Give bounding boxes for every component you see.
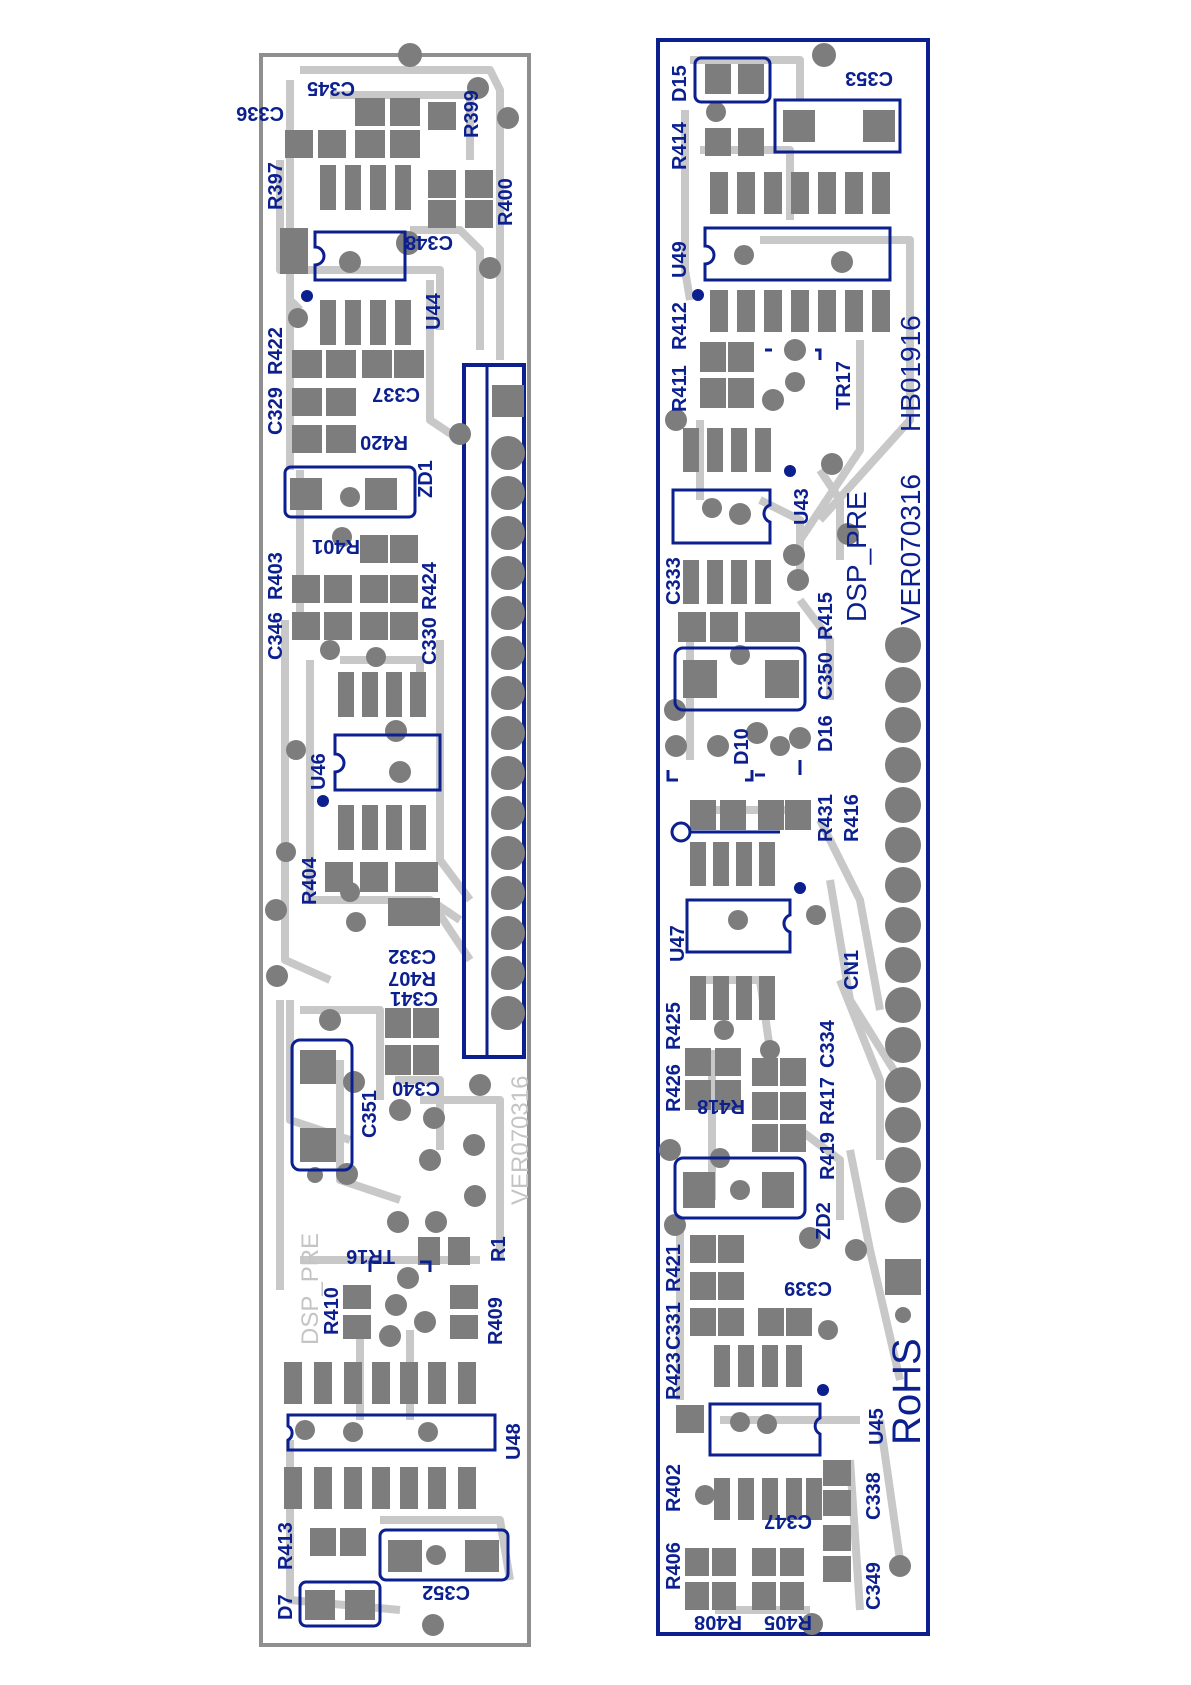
label-tr17: TR17 (833, 361, 855, 410)
label-c329: C329 (265, 387, 287, 435)
label-r423: R423 (663, 1352, 685, 1400)
label-dsp-pre-right: DSP_PRE (841, 491, 872, 622)
label-r406: R406 (663, 1542, 685, 1590)
label-u47: U47 (667, 925, 689, 962)
label-r417: R417 (817, 1077, 839, 1125)
label-u44: U44 (423, 292, 445, 330)
label-c339: C339 (784, 1277, 832, 1299)
label-r419: R419 (817, 1132, 839, 1180)
label-cn1: CN1 (841, 950, 863, 990)
label-r400: R400 (495, 178, 517, 226)
label-r431: R431 (815, 794, 837, 842)
label-c350: C350 (815, 652, 837, 700)
label-r424: R424 (419, 561, 441, 610)
label-c334: C334 (817, 1019, 839, 1068)
label-d7: D7 (275, 1594, 297, 1620)
label-d10: D10 (731, 728, 753, 765)
label-c346: C346 (265, 612, 287, 660)
label-u49: U49 (669, 241, 691, 278)
label-zd1: ZD1 (415, 460, 437, 498)
label-r416: R416 (841, 794, 863, 842)
label-c332: C332 (388, 945, 436, 967)
label-r402: R402 (663, 1464, 685, 1512)
label-d16: D16 (815, 715, 837, 752)
label-r401: R401 (312, 535, 360, 557)
label-r409: R409 (485, 1297, 507, 1345)
label-ver-right: VER070316 (895, 474, 926, 625)
label-r412: R412 (669, 302, 691, 350)
label-r415: R415 (815, 592, 837, 640)
label-d15: D15 (669, 65, 691, 102)
label-r403: R403 (265, 552, 287, 600)
label-r410: R410 (321, 1287, 343, 1335)
label-dsp-pre-left: DSP_PRE (297, 1233, 324, 1345)
right-board: D15 R414 C353 U49 R412 R411 TR17 U43 C33… (656, 38, 930, 1636)
label-c351: C351 (359, 1090, 381, 1138)
label-r420: R420 (360, 431, 408, 453)
label-u45: U45 (866, 1408, 888, 1445)
label-r421: R421 (663, 1244, 685, 1292)
label-r399: R399 (461, 90, 483, 138)
label-r405: R405 (764, 1611, 812, 1633)
label-c330: C330 (419, 617, 441, 665)
label-zd2: ZD2 (813, 1202, 835, 1240)
label-r397: R397 (265, 162, 287, 210)
label-c340: C340 (392, 1077, 440, 1099)
label-r413: R413 (275, 1522, 297, 1570)
label-r1: R1 (488, 1236, 510, 1262)
label-r408: R408 (694, 1611, 742, 1633)
label-r411: R411 (669, 365, 691, 412)
label-c331: C331 (663, 1302, 685, 1350)
label-rohs: RoHS (885, 1338, 929, 1445)
label-c333: C333 (663, 557, 685, 605)
label-r404: R404 (299, 856, 321, 905)
label-c337: C337 (372, 383, 420, 405)
label-r407: R407 (388, 967, 436, 989)
label-c347: C347 (764, 1510, 812, 1532)
label-u43: U43 (791, 488, 813, 525)
label-tr16: TR16 (346, 1245, 395, 1267)
label-r426: R426 (663, 1064, 685, 1112)
label-c349: C349 (863, 1562, 885, 1610)
label-c336: C336 (236, 102, 284, 124)
label-c341: C341 (390, 987, 438, 1009)
label-r422: R422 (265, 327, 287, 375)
label-r418: R418 (697, 1095, 745, 1117)
label-u46: U46 (308, 753, 330, 790)
left-board: C345 C336 R399 R397 R400 C348 U44 R422 C… (236, 43, 534, 1647)
label-ver-left: VER070316 (507, 1076, 534, 1205)
label-c353: C353 (845, 67, 893, 89)
label-c352: C352 (422, 1581, 470, 1603)
label-u48: U48 (503, 1423, 525, 1460)
label-hb-number: HB01916 (895, 315, 926, 432)
label-c345: C345 (307, 77, 355, 99)
label-r425: R425 (663, 1002, 685, 1050)
label-c348: C348 (405, 231, 453, 253)
label-r414: R414 (669, 121, 691, 170)
label-c338: C338 (863, 1472, 885, 1520)
